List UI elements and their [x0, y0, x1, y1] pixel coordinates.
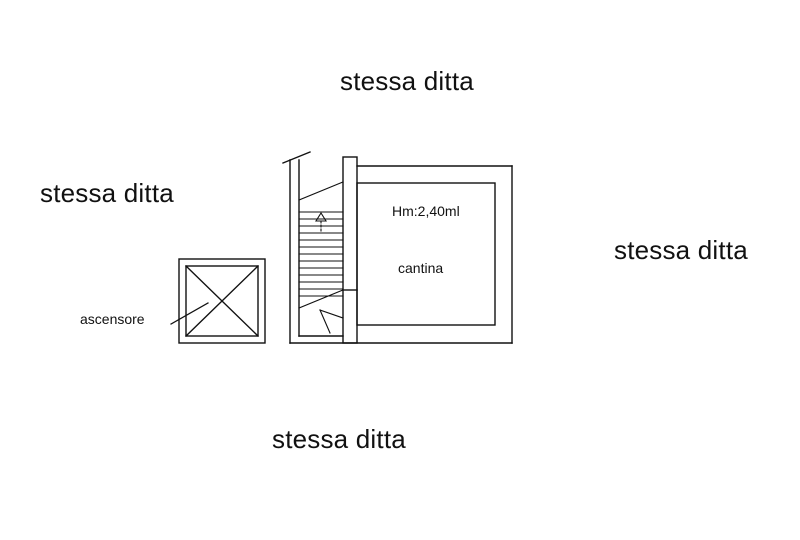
neighbor-label-south: stessa ditta	[272, 424, 406, 454]
stair-flight	[298, 181, 344, 334]
stair-direction-arrow	[315, 211, 327, 233]
neighbor-label-north: stessa ditta	[340, 66, 474, 96]
neighbor-label-west: stessa ditta	[40, 178, 174, 208]
elevator-label: ascensore	[80, 311, 145, 327]
elevator-leader-line	[170, 302, 209, 325]
room-name-label: cantina	[398, 260, 444, 276]
stair-walls	[282, 151, 513, 344]
cellar-walls	[342, 156, 513, 344]
neighbor-label-east: stessa ditta	[614, 235, 748, 265]
ceiling-height-label: Hm:2,40ml	[392, 203, 460, 219]
elevator-shaft	[178, 258, 266, 344]
